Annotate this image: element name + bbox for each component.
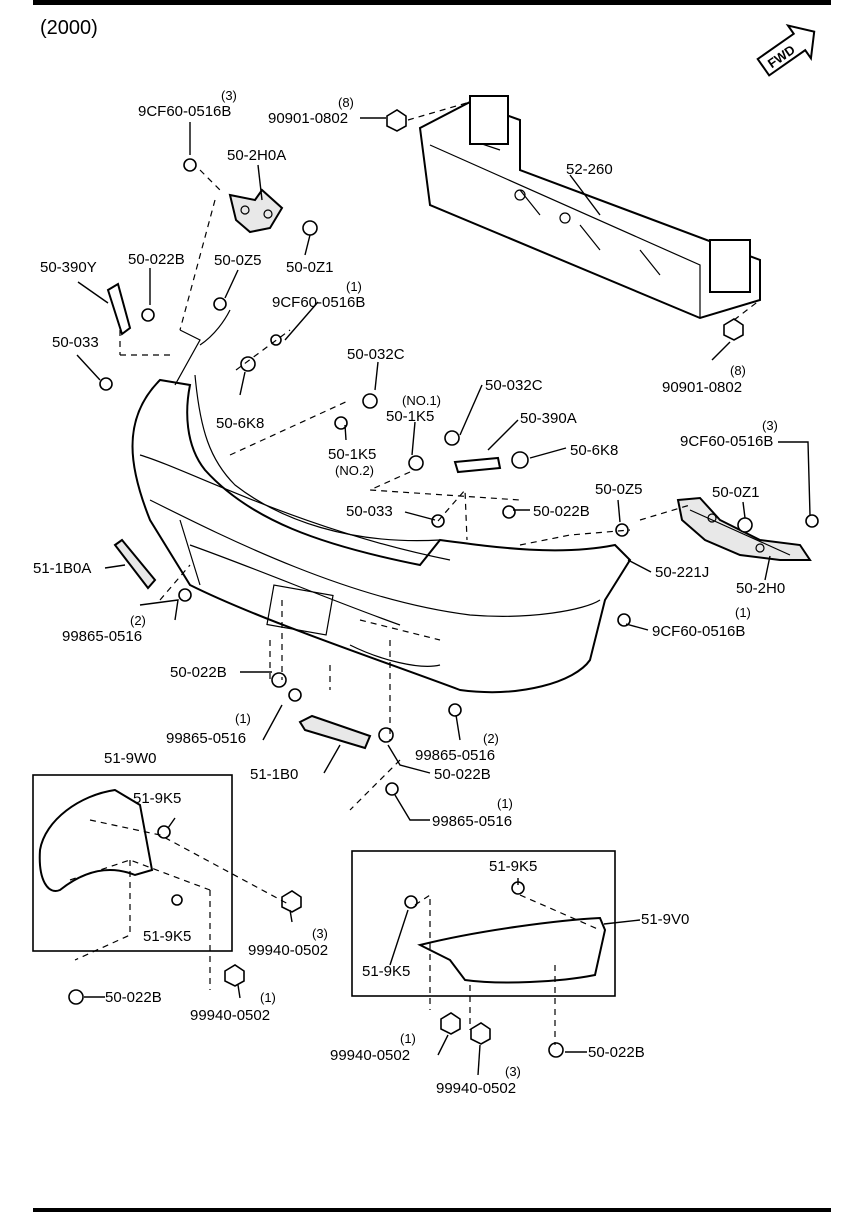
- part-number-label: 99865-0516: [62, 628, 142, 645]
- part-number-label: 50-022B: [434, 766, 491, 783]
- part-number-label: 50-033: [346, 503, 393, 520]
- qty-label: (3): [312, 926, 328, 941]
- bracket-right: [676, 496, 812, 561]
- part-number-label: 9CF60-0516B: [138, 103, 231, 120]
- moulding-right: [453, 456, 502, 474]
- mudguard-right-box: [351, 850, 616, 997]
- moulding-left: [106, 282, 132, 336]
- part-number-label: 51-9K5: [133, 790, 181, 807]
- note-label: (NO.2): [335, 463, 374, 478]
- part-number-label: 9CF60-0516B: [680, 433, 773, 450]
- mudguard-left: [38, 788, 154, 892]
- part-number-label: 50-6K8: [216, 415, 264, 432]
- qty-label: (1): [497, 796, 513, 811]
- part-number-label: 50-0Z1: [286, 259, 334, 276]
- part-number-label: 99940-0502: [248, 942, 328, 959]
- part-number-label: 50-032C: [485, 377, 543, 394]
- qty-label: (8): [730, 363, 746, 378]
- bumper-reinforcement: [418, 95, 761, 320]
- part-number-label: 50-1K5: [328, 446, 376, 463]
- fwd-arrow-icon: FWD: [756, 24, 816, 77]
- part-number-label: 50-022B: [588, 1044, 645, 1061]
- bracket-left: [228, 188, 284, 234]
- part-number-label: 50-2H0A: [227, 147, 286, 164]
- part-number-label: 50-033: [52, 334, 99, 351]
- mudguard-left-box: [32, 774, 233, 952]
- part-number-label: 99940-0502: [330, 1047, 410, 1064]
- mudguard-right: [417, 916, 607, 984]
- part-number-label: 51-9V0: [641, 911, 689, 928]
- qty-label: (3): [221, 88, 237, 103]
- qty-label: (3): [762, 418, 778, 433]
- qty-label: (2): [130, 613, 146, 628]
- qty-label: (3): [505, 1064, 521, 1079]
- part-number-label: 50-032C: [347, 346, 405, 363]
- part-number-label: 50-6K8: [570, 442, 618, 459]
- part-number-label: 51-9W0: [104, 750, 157, 767]
- top-rule: [33, 0, 831, 5]
- part-number-label: 51-9K5: [489, 858, 537, 875]
- part-number-label: 50-0Z5: [214, 252, 262, 269]
- callout-labels: (3) 9CF60-0516B (8) 90901-0802 50-2H0A 5…: [33, 88, 785, 1097]
- leader-lines: [76, 117, 811, 1076]
- bottom-rule: [33, 1208, 831, 1212]
- part-number-label: 50-221J: [655, 564, 709, 581]
- part-number-label: 90901-0802: [268, 110, 348, 127]
- part-number-label: 51-1B0: [250, 766, 298, 783]
- part-number-label: 51-9K5: [362, 963, 410, 980]
- part-number-label: 9CF60-0516B: [652, 623, 745, 640]
- part-number-label: 50-022B: [533, 503, 590, 520]
- reflector-left: [113, 538, 157, 590]
- qty-label: (1): [346, 279, 362, 294]
- part-number-label: 52-260: [566, 161, 613, 178]
- part-number-label: 99865-0516: [166, 730, 246, 747]
- bumper-fascia: [131, 309, 632, 694]
- part-number-label: 99865-0516: [415, 747, 495, 764]
- year-label: (2000): [40, 17, 98, 39]
- qty-label: (2): [483, 731, 499, 746]
- part-number-label: 90901-0802: [662, 379, 742, 396]
- part-number-label: 51-9K5: [143, 928, 191, 945]
- note-label: (NO.1): [402, 393, 441, 408]
- part-number-label: 50-390A: [520, 410, 577, 427]
- qty-label: (1): [260, 990, 276, 1005]
- part-number-label: 50-022B: [105, 989, 162, 1006]
- qty-label: (1): [400, 1031, 416, 1046]
- part-number-label: 51-1B0A: [33, 560, 91, 577]
- part-number-label: 50-1K5: [386, 408, 434, 425]
- part-number-label: 99940-0502: [436, 1080, 516, 1097]
- part-number-label: 50-2H0: [736, 580, 785, 597]
- qty-label: (8): [338, 95, 354, 110]
- part-number-label: 50-022B: [170, 664, 227, 681]
- qty-label: (1): [735, 605, 751, 620]
- part-number-label: 50-390Y: [40, 259, 97, 276]
- part-number-label: 9CF60-0516B: [272, 294, 365, 311]
- part-number-label: 99865-0516: [432, 813, 512, 830]
- part-number-label: 50-022B: [128, 251, 185, 268]
- reflector-center: [298, 714, 372, 750]
- dashed-guides: [69, 101, 761, 1045]
- part-number-label: 50-0Z5: [595, 481, 643, 498]
- part-number-label: 99940-0502: [190, 1007, 270, 1024]
- part-number-label: 50-0Z1: [712, 484, 760, 501]
- qty-label: (1): [235, 711, 251, 726]
